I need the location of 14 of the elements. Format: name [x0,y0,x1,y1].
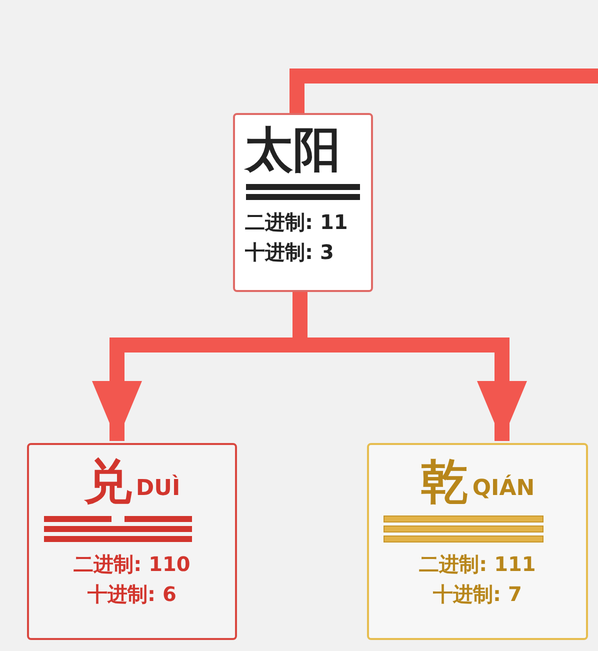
number-label: 十进制: 6 [88,581,176,608]
node-box [233,113,373,292]
node-box [27,443,237,640]
pinyin-label: QIÁN [472,476,535,502]
node-box [367,443,588,640]
node-title: 太阳 [245,125,341,176]
node-title: 兑 [84,457,132,508]
number-label: 十进制: 7 [433,581,522,608]
number-label: 二进制: 110 [74,551,190,578]
pinyin-label: DUÌ [136,476,180,502]
number-label: 二进制: 111 [419,551,536,578]
number-label: 二进制: 11 [245,209,348,236]
node-title: 乾 [420,457,468,508]
number-label: 十进制: 3 [245,239,334,266]
